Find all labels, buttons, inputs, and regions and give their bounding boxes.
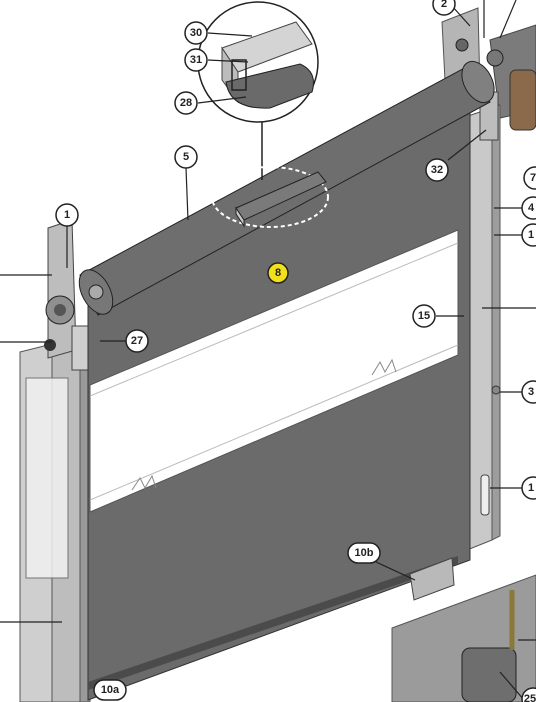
callout-1-left: 1 [55, 203, 79, 227]
svg-text:15: 15 [418, 310, 430, 322]
svg-text:1: 1 [64, 209, 70, 221]
svg-text:1: 1 [528, 229, 534, 241]
callout-28: 28 [174, 91, 198, 115]
svg-text:27: 27 [131, 335, 143, 347]
callout-15: 15 [412, 304, 436, 328]
svg-text:3: 3 [528, 386, 534, 398]
svg-text:31: 31 [190, 54, 202, 66]
svg-text:30: 30 [190, 27, 202, 39]
callout-5: 5 [174, 145, 198, 169]
callout-8-highlighted: 8 [267, 262, 289, 284]
callout-2: 2 [432, 0, 456, 16]
svg-text:1: 1 [528, 482, 534, 494]
svg-text:10b: 10b [355, 547, 374, 559]
callout-1-lower-partial: 1 [521, 476, 536, 500]
callout-25-partial: 25 [521, 687, 536, 702]
svg-text:2: 2 [441, 0, 447, 10]
callout-32: 32 [425, 158, 449, 182]
svg-text:10a: 10a [101, 684, 120, 696]
svg-text:28: 28 [180, 97, 192, 109]
callout-1-right-partial: 1 [521, 223, 536, 247]
callout-31: 31 [184, 48, 208, 72]
callout-30: 30 [184, 21, 208, 45]
svg-text:25: 25 [524, 693, 536, 702]
callout-7-partial: 7 [523, 166, 536, 190]
callout-3-partial: 3 [521, 380, 536, 404]
detail-magnifier [197, 1, 329, 228]
svg-text:8: 8 [275, 267, 281, 279]
svg-text:7: 7 [530, 172, 536, 184]
svg-text:5: 5 [183, 151, 189, 163]
callout-27: 27 [125, 329, 149, 353]
svg-text:32: 32 [431, 164, 443, 176]
svg-text:4: 4 [528, 202, 535, 214]
callout-10b: 10b [347, 542, 381, 564]
callout-10a: 10a [93, 679, 127, 701]
control-housing [391, 574, 536, 702]
callout-4-partial: 4 [521, 196, 536, 220]
